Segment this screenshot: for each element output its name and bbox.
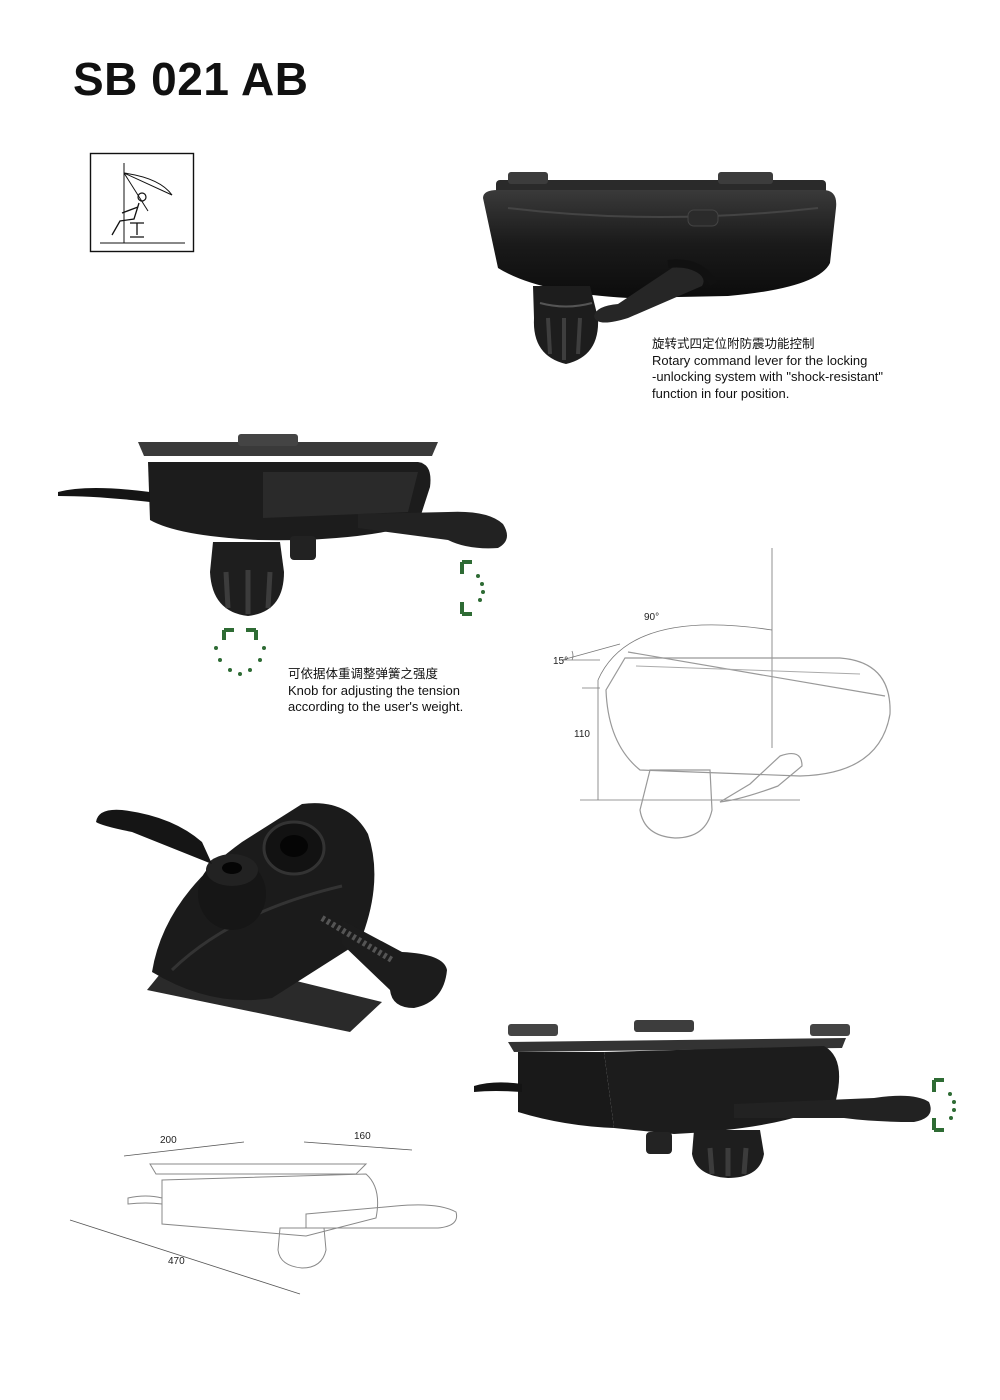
- mechanism-top-view-image: [96, 803, 447, 1032]
- seated-person-recline-icon: [89, 152, 195, 253]
- width-200-label: 200: [160, 1135, 177, 1146]
- mechanism-knob-view-image: [58, 434, 507, 616]
- lever-caption: 旋转式四定位附防震功能控制 Rotary command lever for t…: [652, 336, 883, 402]
- length-470-label: 470: [168, 1256, 185, 1267]
- knob-caption-en-2: according to the user's weight.: [288, 699, 464, 714]
- height-110-label: 110: [574, 729, 590, 740]
- rotation-arrow-icon: [932, 1078, 956, 1132]
- knob-caption-cn: 可依据体重调整弹簧之强度: [288, 666, 439, 681]
- width-160-label: 160: [354, 1131, 371, 1142]
- product-code-title: SB 021 AB: [73, 53, 309, 105]
- lever-caption-en-3: function in four position.: [652, 385, 790, 401]
- lever-caption-cn: 旋转式四定位附防震功能控制: [652, 336, 815, 351]
- tilt-angle-diagram: [561, 548, 891, 839]
- rotation-arrow-icon: [460, 560, 485, 616]
- dimension-drawing: [69, 1141, 458, 1295]
- mechanism-lever-view-image: [483, 172, 837, 364]
- knob-caption-en-1: Knob for adjusting the tension: [288, 682, 461, 698]
- mechanism-side-view-image: [474, 1020, 931, 1178]
- angle-90-label: 90°: [644, 612, 660, 623]
- knob-caption: 可依据体重调整弹簧之强度 Knob for adjusting the tens…: [288, 666, 463, 716]
- rotation-arrow-icon: [214, 628, 266, 676]
- angle-15-label: 15°: [553, 656, 569, 667]
- lever-caption-en-1: Rotary command lever for the locking: [652, 352, 868, 368]
- lever-caption-en-2: -unlocking system with "shock-resistant": [652, 369, 884, 384]
